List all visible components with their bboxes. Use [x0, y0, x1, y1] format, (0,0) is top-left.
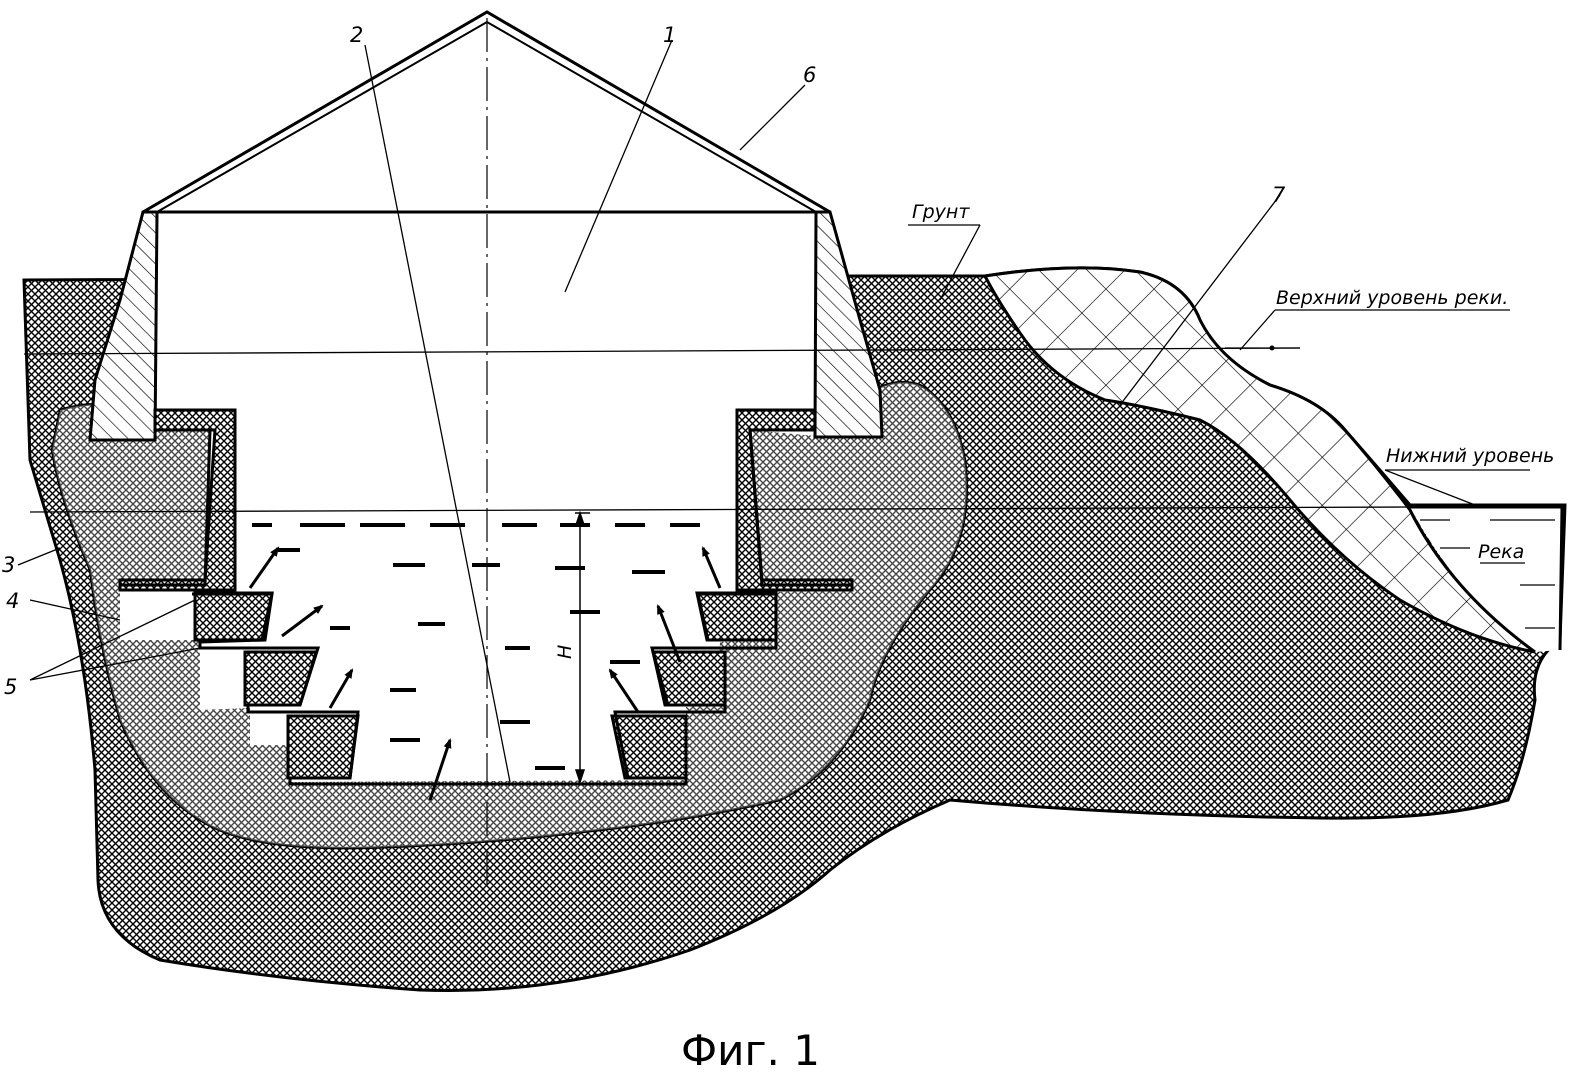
label-lower-level: Нижний уровень: [1386, 445, 1554, 467]
label-ground: Грунт: [912, 201, 970, 223]
river-water-dashes: [1420, 519, 1555, 629]
label-2: 2: [350, 23, 363, 47]
label-7: 7: [1272, 183, 1286, 207]
level-lines: [23, 347, 1411, 513]
figure-caption: Фиг. 1: [681, 1026, 820, 1075]
label-river: Река: [1478, 541, 1524, 563]
water-surface-dashes: [252, 523, 700, 770]
label-upper-level: Верхний уровень реки.: [1276, 287, 1508, 309]
label-1: 1: [663, 23, 676, 47]
stepped-bottom: [120, 428, 852, 786]
river-water: [1410, 507, 1562, 652]
label-6: 6: [803, 63, 816, 87]
seepage-arrows: [248, 546, 722, 801]
river-boundary: [1410, 505, 1564, 651]
leader-lines: [17, 39, 1530, 783]
structure-interior: [120, 212, 852, 782]
label-4: 4: [6, 589, 19, 613]
height-dimension: [574, 510, 590, 785]
upper-level-dot: [1269, 345, 1275, 351]
river-bed: [1408, 509, 1536, 654]
label-h: H: [554, 645, 576, 659]
label-5: 5: [4, 675, 17, 699]
label-3: 3: [2, 553, 15, 577]
